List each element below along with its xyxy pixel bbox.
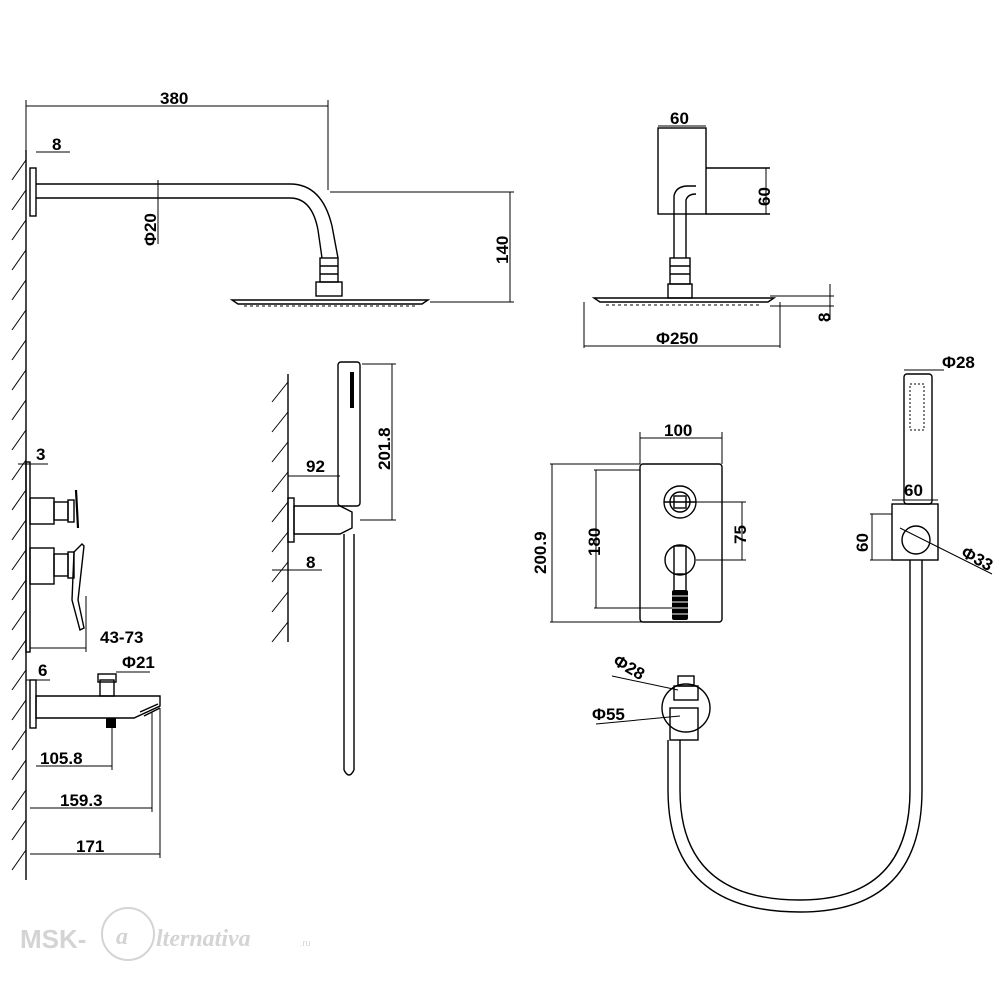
shower-head-side — [229, 299, 431, 305]
dim-mixer-flange: 3 — [36, 445, 45, 464]
watermark-emblem — [101, 907, 155, 961]
dim-bracket-diameter: Φ33 — [958, 543, 996, 575]
watermark-emblem-letter: a — [116, 924, 128, 950]
aerator — [106, 718, 116, 728]
arm-bend — [289, 183, 333, 227]
dim-drop-height: 140 — [493, 236, 512, 264]
view-overhead-side: 380 8 Φ20 140 — [11, 89, 514, 880]
dim-bracket-height: 60 — [853, 533, 872, 552]
lever-handle-side — [71, 543, 85, 632]
dim-arm-length: 380 — [160, 89, 188, 108]
dim-outlet-flange-diameter: Φ55 — [592, 705, 625, 724]
hose — [679, 560, 911, 901]
dim-head-diameter: Φ250 — [656, 329, 698, 348]
dim-spout-len-2: 159.3 — [60, 791, 103, 810]
watermark: MSK- a lternativa .ru — [20, 907, 311, 961]
dim-holder-offset: 92 — [306, 457, 325, 476]
watermark-brand: MSK- — [20, 924, 86, 954]
dim-spout-len-3: 171 — [76, 837, 104, 856]
dim-plate-height-outer: 200.9 — [531, 531, 550, 574]
watermark-script: lternativa — [156, 926, 251, 952]
view-handset-front: Φ28 60 60 Φ33 Φ28 Φ55 — [592, 353, 996, 913]
dim-handset-length: 201.8 — [375, 427, 394, 470]
mixer-lever — [664, 544, 696, 576]
wall-outlet — [661, 683, 711, 733]
arm-wall-flange — [29, 167, 37, 217]
handset-side — [337, 361, 361, 507]
dim-head-thickness: 8 — [815, 313, 834, 322]
dim-block-height: 60 — [755, 187, 774, 206]
wall-hatch-left — [11, 159, 27, 871]
view-handset-side: 92 201.8 8 — [271, 361, 396, 776]
dim-arm-diameter: Φ20 — [141, 213, 160, 246]
shower-head-front — [591, 297, 777, 303]
dim-plate-height-inner: 180 — [585, 528, 604, 556]
dim-plate-width: 100 — [664, 421, 692, 440]
watermark-domain: .ru — [300, 938, 311, 948]
dim-wall-flange: 8 — [52, 135, 61, 154]
view-mixer-side: 3 43-73 — [18, 445, 143, 653]
wall-block — [657, 127, 707, 215]
dim-holder-flange: 8 — [306, 553, 315, 572]
dim-spout-len-1: 105.8 — [40, 749, 83, 768]
spout-body — [35, 695, 161, 719]
dim-bracket-width: 60 — [904, 481, 923, 500]
dim-spout-diameter: Φ21 — [122, 653, 155, 672]
view-mixer-front: 100 200.9 180 75 — [531, 421, 750, 623]
dim-outlet-diameter: Φ28 — [610, 651, 648, 684]
view-spout-side: 6 Φ21 105.8 159.3 171 — [26, 653, 161, 858]
dim-spout-flange: 6 — [38, 661, 47, 680]
mixer-plate — [639, 463, 723, 623]
dim-mixer-depth: 43-73 — [100, 628, 143, 647]
handset-bracket — [891, 503, 939, 561]
dim-handset-diameter: Φ28 — [942, 353, 975, 372]
view-overhead-front: 60 60 Φ250 8 — [583, 109, 834, 348]
dim-block-width: 60 — [670, 109, 689, 128]
wall-hatch-center — [271, 381, 289, 643]
dim-valve-spacing: 75 — [731, 525, 750, 544]
